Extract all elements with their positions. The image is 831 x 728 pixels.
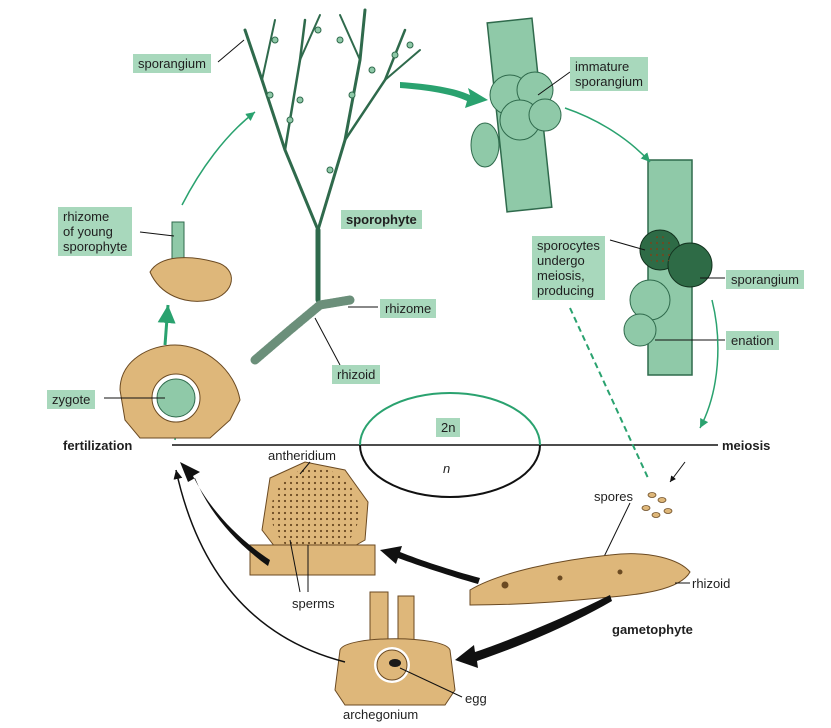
- label-archegonium: archegonium: [343, 707, 419, 722]
- black-arrow-antheridium-to-fertilization: [180, 462, 270, 566]
- big-green-arrow: [400, 82, 488, 108]
- label-gametophyte: gametophyte: [612, 622, 693, 637]
- sperms-leader-a: [289, 539, 301, 593]
- spore-cluster: [641, 492, 673, 518]
- label-sporangium-right: sporangium: [726, 270, 804, 289]
- label-sporocytes: sporocytes undergo meiosis, producing: [532, 236, 605, 300]
- young-sporophyte-illustration: [149, 221, 232, 302]
- zygote-tissue: [119, 344, 241, 439]
- black-arrow-to-antheridium: [380, 546, 480, 584]
- label-egg: egg: [465, 691, 487, 706]
- immature-sporangium-leader: [537, 71, 571, 96]
- meiosis-arrow: [669, 461, 686, 483]
- label-enation: enation: [726, 331, 779, 350]
- arrow-to-meiosis: [699, 299, 719, 429]
- label-sporangium-top: sporangium: [133, 54, 211, 73]
- label-meiosis: meiosis: [722, 438, 771, 453]
- label-rhizoid-top: rhizoid: [332, 365, 381, 384]
- rhizoid-top-leader: [314, 317, 341, 366]
- ploidy-label-diploid: 2n: [436, 418, 461, 437]
- sporangium-top-leader: [217, 39, 245, 63]
- label-fertilization: fertilization: [63, 438, 133, 453]
- archegonium-illustration: [334, 591, 456, 706]
- sporocytes-leader: [609, 239, 646, 251]
- label-rhizome-young: rhizome of young sporophyte: [58, 207, 133, 256]
- sporophyte-sporangia: [266, 26, 414, 174]
- arrow-to-mature-sporangium: [564, 107, 651, 163]
- label-rhizoid-bottom: rhizoid: [692, 576, 731, 591]
- rhizome: [250, 295, 355, 365]
- label-antheridium: antheridium: [268, 448, 336, 463]
- black-arrow-archegonium-to-fertilization: [173, 469, 346, 663]
- label-spores: spores: [594, 489, 634, 504]
- black-arrow-to-archegonium: [455, 595, 612, 668]
- spores-dashed-leader: [569, 307, 649, 479]
- antheridium-illustration: [249, 461, 376, 576]
- ploidy-label-haploid: n: [443, 461, 451, 476]
- gametophyte-illustration: [469, 553, 691, 606]
- ploidy-ellipse-lower: [359, 444, 541, 498]
- arrow-to-sporophyte: [181, 111, 256, 206]
- label-zygote: zygote: [47, 390, 96, 409]
- rhizome-young-leader: [139, 231, 175, 237]
- label-sperms: sperms: [292, 596, 335, 611]
- ploidy-ellipse-upper: [359, 392, 541, 446]
- mature-sporangium-illustration: [623, 159, 713, 376]
- label-sporophyte: sporophyte: [341, 210, 422, 229]
- egg-leader: [399, 667, 463, 698]
- label-rhizome: rhizome: [380, 299, 437, 318]
- arrow-zygote-to-young: [157, 304, 176, 346]
- immature-sporangium-illustration: [470, 17, 562, 213]
- spores-to-gametophyte-leader: [599, 502, 631, 566]
- label-immature-sporangium: immature sporangium: [570, 57, 648, 91]
- antheridium-leader: [299, 461, 311, 475]
